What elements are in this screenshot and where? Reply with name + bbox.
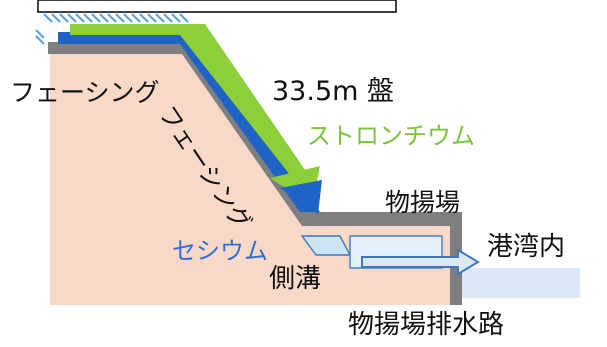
harbor-water bbox=[462, 268, 580, 298]
label-ground-level: 33.5m 盤 bbox=[272, 76, 395, 107]
label-berth-drain: 物揚場排水路 bbox=[348, 310, 505, 340]
label-side-ditch: 側溝 bbox=[269, 264, 322, 294]
surface-hatch bbox=[35, 13, 189, 45]
empty-box bbox=[37, 0, 397, 13]
outflow-arrow bbox=[361, 248, 480, 276]
label-cesium: セシウム bbox=[172, 237, 268, 265]
cesium-arrow bbox=[280, 180, 322, 214]
label-strontium: ストロンチウム bbox=[307, 122, 475, 150]
label-berth: 物揚場 bbox=[385, 188, 461, 217]
label-fencing-top: フェーシング bbox=[10, 78, 160, 107]
label-harbor: 港湾内 bbox=[487, 232, 566, 262]
